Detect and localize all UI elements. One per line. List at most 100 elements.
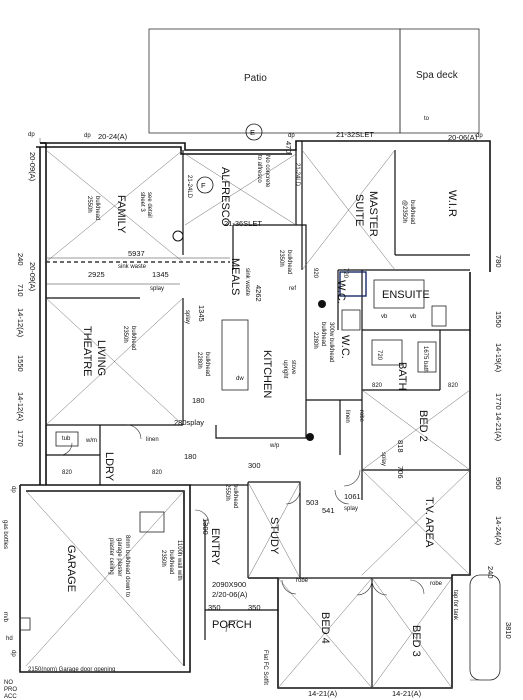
- note-hd: hd: [6, 636, 13, 642]
- floor-waste-icon-2: [306, 433, 314, 441]
- note-wm: w/m: [85, 438, 97, 444]
- dim-1770a: 1770: [494, 393, 503, 410]
- note-splay-2: splay: [184, 310, 190, 324]
- dim-1550b: 1550: [16, 355, 25, 372]
- note-kitchen-bulkhead-2: bulkhead: [320, 322, 326, 346]
- note-21-36slet: 21-36SLET: [224, 219, 262, 228]
- room-bed2: BED 2: [417, 410, 429, 442]
- room-tv-area: T.V. AREA: [423, 497, 435, 548]
- note-splay: splay: [150, 286, 164, 292]
- note-family-2550h: 2550h: [86, 196, 92, 213]
- dim-1061: 1061: [344, 492, 361, 501]
- dim-280splay: 280splay: [174, 418, 204, 427]
- note-14-21a-b1: 14-21(A): [308, 689, 338, 698]
- dim-1345: 1345: [152, 270, 169, 279]
- note-linen-2: linen: [344, 410, 350, 423]
- note-sheet3: sheet 3: [139, 192, 145, 212]
- note-robe-2: robe: [296, 578, 309, 584]
- room-kitchen: KITCHEN: [261, 350, 273, 398]
- note-entry-2550h: 2550h: [224, 484, 230, 501]
- dim-470: 470: [284, 141, 293, 154]
- note-20-24a: 20-24(A): [98, 132, 128, 141]
- marker-e-circle: [245, 123, 263, 141]
- note-family-bulkhead: bulkhead: [94, 196, 100, 220]
- dim-950: 950: [494, 477, 503, 490]
- dp-2: dp: [84, 133, 91, 139]
- dp-6: dp: [10, 650, 16, 657]
- room-garage: GARAGE: [65, 545, 77, 592]
- dim-350b: 350: [248, 603, 261, 612]
- dim-5937: 5937: [128, 249, 145, 258]
- dim-180b: 180: [184, 452, 197, 461]
- note-tap-for-tank: tap for tank: [452, 590, 458, 621]
- dim-240b: 240: [486, 566, 495, 579]
- dim-2925: 2925: [88, 270, 105, 279]
- note-2-20-06a: 2/20-06(A): [212, 590, 248, 599]
- dim-1300: 1300: [201, 518, 210, 535]
- dim-780: 780: [494, 255, 503, 268]
- note-mb: m/b: [2, 612, 8, 623]
- note-garage-plaster: garage plaster: [116, 538, 122, 576]
- note-vb-2: vb: [410, 314, 417, 320]
- dim-350a: 350: [208, 603, 221, 612]
- note-sink-waste-2: sink waste: [244, 268, 250, 297]
- dp-3: dp: [288, 133, 295, 139]
- note-master-2350h: @2350h: [401, 200, 407, 223]
- note-wp: w/p: [269, 443, 280, 449]
- note-21-24ld: 21-24LD: [294, 163, 300, 187]
- note-entry-2350h: 2350h: [160, 550, 166, 567]
- room-suite: SUITE: [353, 194, 365, 226]
- dim-820a: 820: [62, 470, 73, 476]
- fixtures: [19, 271, 501, 681]
- note-gas-bottles: gas bottles: [2, 520, 8, 549]
- room-living: LIVING: [95, 340, 107, 376]
- ceiling-crosses: [25, 149, 471, 689]
- note-21-32slet: 21-32SLET: [336, 130, 374, 139]
- note-no: NO: [4, 680, 13, 686]
- room-bed3: BED 3: [410, 625, 422, 657]
- marker-f: F: [201, 181, 206, 190]
- dim-541: 541: [322, 506, 335, 515]
- note-stove: stove: [290, 360, 296, 375]
- dim-920: 920: [312, 268, 318, 279]
- note-living-bulkhead: bulkhead: [130, 326, 136, 350]
- note-1100h-wall: 1100h wall with: [176, 540, 182, 581]
- note-tub: tub: [62, 436, 71, 442]
- patio-area: [148, 28, 480, 134]
- note-pier-bulkhead: 8mm bulkhead down to: [124, 535, 130, 598]
- dim-1770b: 1770: [16, 430, 25, 447]
- note-linen: linen: [146, 437, 159, 443]
- note-meals-bulkhead: bulkhead: [286, 250, 292, 274]
- room-theatre: THEATRE: [81, 326, 93, 377]
- note-entry-bulkhead-2: bulkhead: [168, 550, 174, 574]
- note-14-12a-2: 14-12(A): [16, 392, 25, 422]
- note-dw: dw: [236, 376, 244, 382]
- note-robe: robe: [358, 410, 364, 423]
- note-14-21a-b2: 14-21(A): [392, 689, 422, 698]
- room-wir: W.I.R: [446, 190, 458, 217]
- room-master: MASTER: [367, 191, 379, 237]
- note-sink-waste: sink waste: [118, 264, 147, 270]
- note-14-12a: 14-12(A): [16, 308, 25, 338]
- dim-720a: 720: [342, 268, 348, 279]
- room-ldry: LDRY: [103, 452, 115, 482]
- marker-f-circle: [196, 176, 214, 194]
- note-upright: upright: [282, 360, 288, 379]
- dimension-lines: [39, 138, 478, 681]
- dim-180a: 180: [192, 396, 205, 405]
- room-wc-2: W.C.: [339, 335, 351, 359]
- note-2090x900: 2090X900: [212, 580, 246, 589]
- room-bed4: BED 4: [319, 612, 331, 644]
- note-splay-3: splay: [380, 452, 386, 466]
- dp-4: dp: [476, 133, 483, 139]
- note-entry-bulkhead: bulkhead: [232, 484, 238, 508]
- room-porch: PORCH: [212, 619, 252, 631]
- note-living-2350h: 2350h: [122, 326, 128, 343]
- note-kitchen-2280h-2: 2280h: [312, 332, 318, 349]
- note-300w-bulkhead: 300w bulkhead: [328, 322, 334, 362]
- dim-503: 503: [306, 498, 319, 507]
- room-wc-1: W.C.: [335, 280, 347, 304]
- detail-marker-icon: [172, 230, 184, 242]
- interior-walls: [46, 141, 470, 688]
- note-20-06a: 20-06(A): [448, 133, 478, 142]
